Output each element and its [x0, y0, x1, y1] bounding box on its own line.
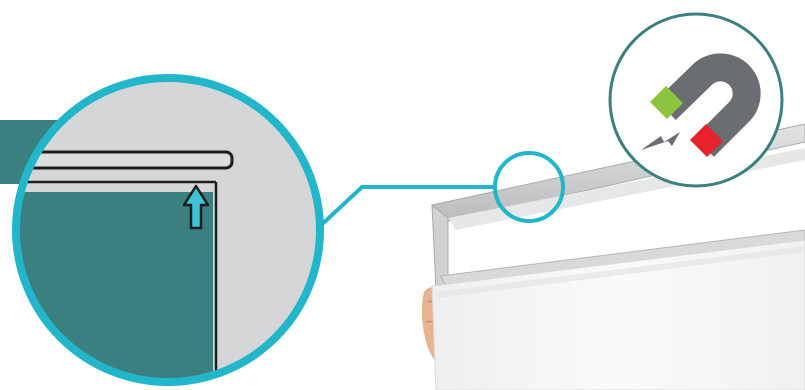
- magnet-badge: [610, 14, 782, 186]
- zoom-circle-icon: [0, 70, 330, 390]
